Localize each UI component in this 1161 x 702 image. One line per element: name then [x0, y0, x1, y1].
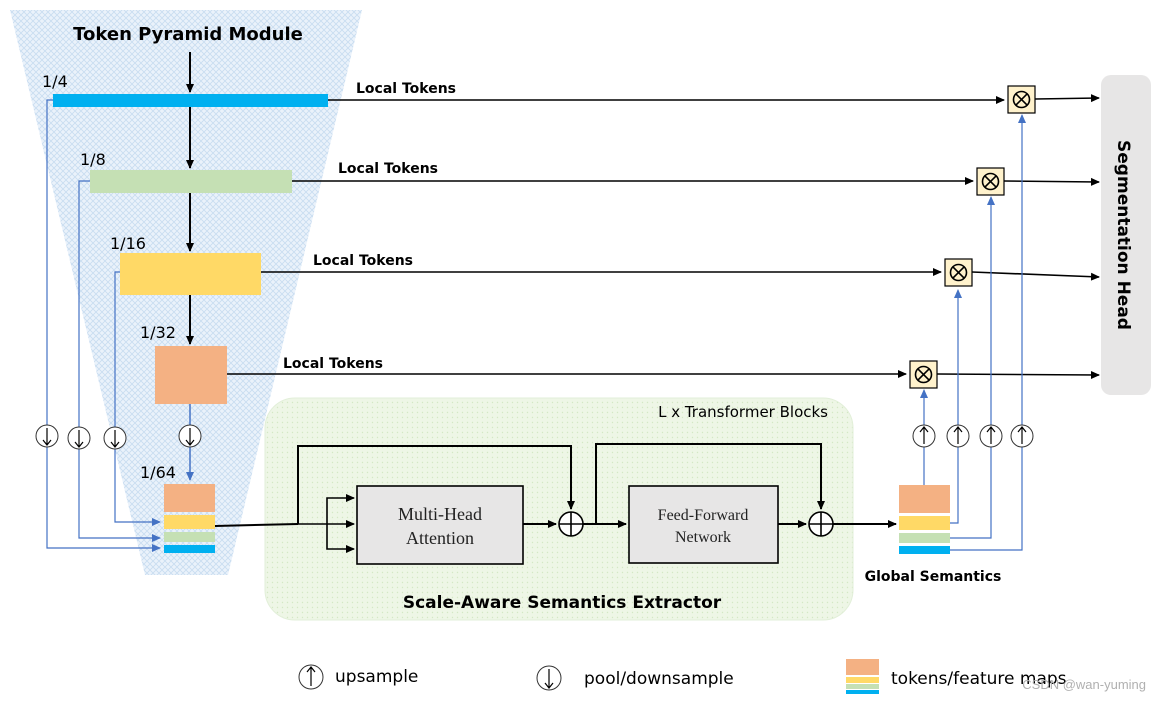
global-semantics-stack [899, 485, 950, 554]
out-arrow-2 [1003, 177, 1100, 186]
pool-symbol-3 [103, 426, 127, 450]
pool-path-1-16 [114, 271, 161, 526]
scale-label-1-16: 1/16 [110, 234, 146, 253]
legend-tokens-label: tokens/feature maps [891, 669, 1067, 689]
mha-block [356, 485, 524, 565]
multiply-node-1 [1007, 85, 1036, 114]
segmentation-head-label: Segmentation Head [1113, 140, 1133, 330]
token-stack-1-64 [164, 484, 215, 553]
token-bar-1-4 [53, 94, 328, 107]
token-bar-1-8 [90, 170, 292, 193]
up-path-1-8 [950, 196, 995, 539]
global-semantics-label: Global Semantics [865, 569, 1002, 585]
out-arrow-3 [971, 271, 1100, 281]
sase-title: Scale-Aware Semantics Extractor [403, 593, 722, 613]
watermark: CSDN @wan-yuming [1022, 677, 1146, 692]
residual-2 [595, 443, 825, 524]
scale-label-1-64: 1/64 [140, 463, 176, 482]
legend-upsample-icon [298, 664, 324, 690]
pool-path-1-8 [78, 180, 161, 542]
ffn-label-line2: Network [675, 529, 731, 546]
local-tokens-label-2: Local Tokens [338, 161, 438, 177]
residual-1 [297, 445, 575, 524]
multiply-node-4 [909, 360, 938, 389]
tpm-title: Token Pyramid Module [73, 24, 303, 45]
flow-stack-to-mha [214, 523, 299, 527]
pool-symbol-2 [67, 426, 91, 450]
upsample-symbol-4 [1010, 424, 1034, 448]
segmentation-head-box [1101, 75, 1151, 395]
flow-branch-v [326, 524, 355, 553]
token-bar-1-32 [155, 346, 227, 404]
upsample-symbol-1 [912, 424, 936, 448]
sase-repeat-label: L x Transformer Blocks [658, 403, 828, 421]
upsample-symbol-2 [946, 424, 970, 448]
legend-pool-icon [536, 665, 562, 691]
token-bar-1-16 [120, 253, 261, 295]
scale-label-1-32: 1/32 [140, 323, 176, 342]
legend-pool-label: pool/downsample [584, 669, 734, 689]
legend-upsample-label: upsample [335, 667, 418, 687]
local-tokens-label-1: Local Tokens [356, 81, 456, 97]
flow-branch-q [298, 494, 355, 525]
upsample-symbol-3 [979, 424, 1003, 448]
legend-tokens-icon [846, 659, 879, 694]
local-tokens-label-4: Local Tokens [283, 356, 383, 372]
scale-label-1-8: 1/8 [80, 150, 106, 169]
scale-label-1-4: 1/4 [42, 72, 68, 91]
up-path-1-16 [950, 289, 962, 524]
pool-path-1-4 [46, 99, 161, 552]
ffn-block [628, 485, 779, 564]
ffn-label-line1: Feed-Forward [658, 507, 749, 524]
multiply-node-3 [944, 258, 973, 287]
out-arrow-1 [1034, 94, 1100, 103]
out-arrow-4 [936, 370, 1100, 379]
up-path-1-4 [950, 114, 1026, 551]
add-node-2 [808, 511, 834, 537]
mha-label-line2: Attention [406, 528, 474, 548]
add-node-1 [558, 511, 584, 537]
local-tokens-label-3: Local Tokens [313, 253, 413, 269]
pool-symbol-1 [35, 424, 59, 448]
mha-label-line1: Multi-Head [398, 504, 482, 524]
pool-symbol-4 [178, 424, 202, 448]
multiply-node-2 [976, 167, 1005, 196]
